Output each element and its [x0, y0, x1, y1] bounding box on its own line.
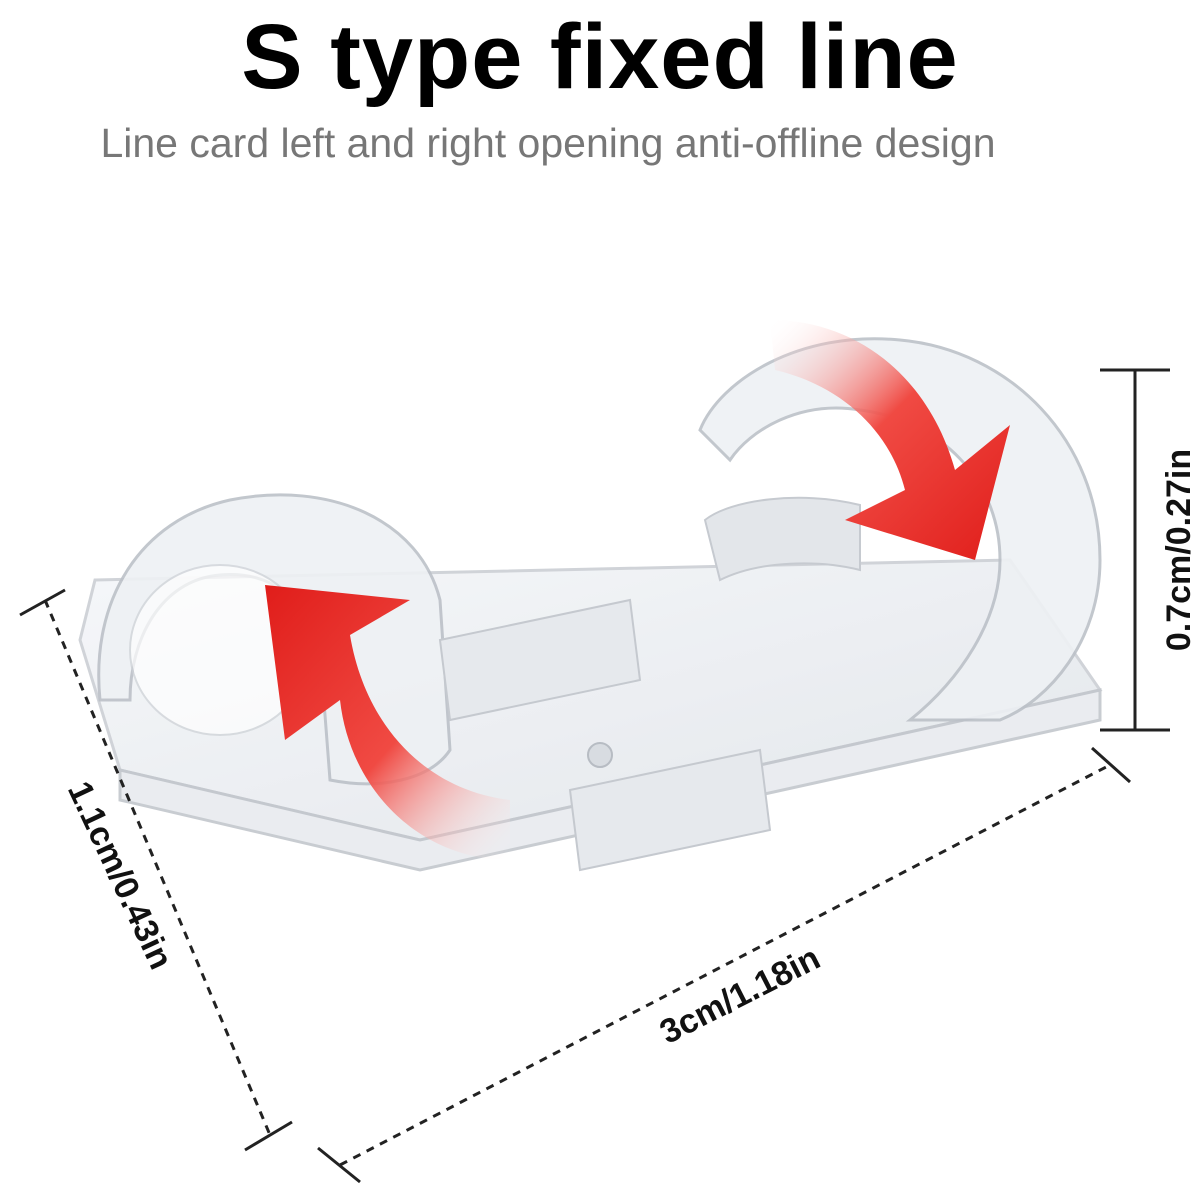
arrow-counterclockwise-icon	[265, 585, 510, 860]
height-dimension: 0.7cm/0.27in	[1100, 368, 1198, 732]
cable-clip	[78, 337, 1103, 872]
clip-ridge-bottom	[568, 748, 772, 872]
product-title: S type fixed line	[241, 6, 959, 108]
clip-front-edge	[118, 688, 1102, 872]
product-subtitle: Line card left and right opening anti-of…	[100, 120, 996, 166]
arrow-clockwise-icon	[770, 320, 1010, 560]
clip-ridge-top	[438, 598, 642, 722]
height-label: 0.7cm/0.27in	[1160, 449, 1198, 651]
clip-right-inner	[703, 496, 861, 582]
clip-center-dot	[587, 742, 613, 768]
